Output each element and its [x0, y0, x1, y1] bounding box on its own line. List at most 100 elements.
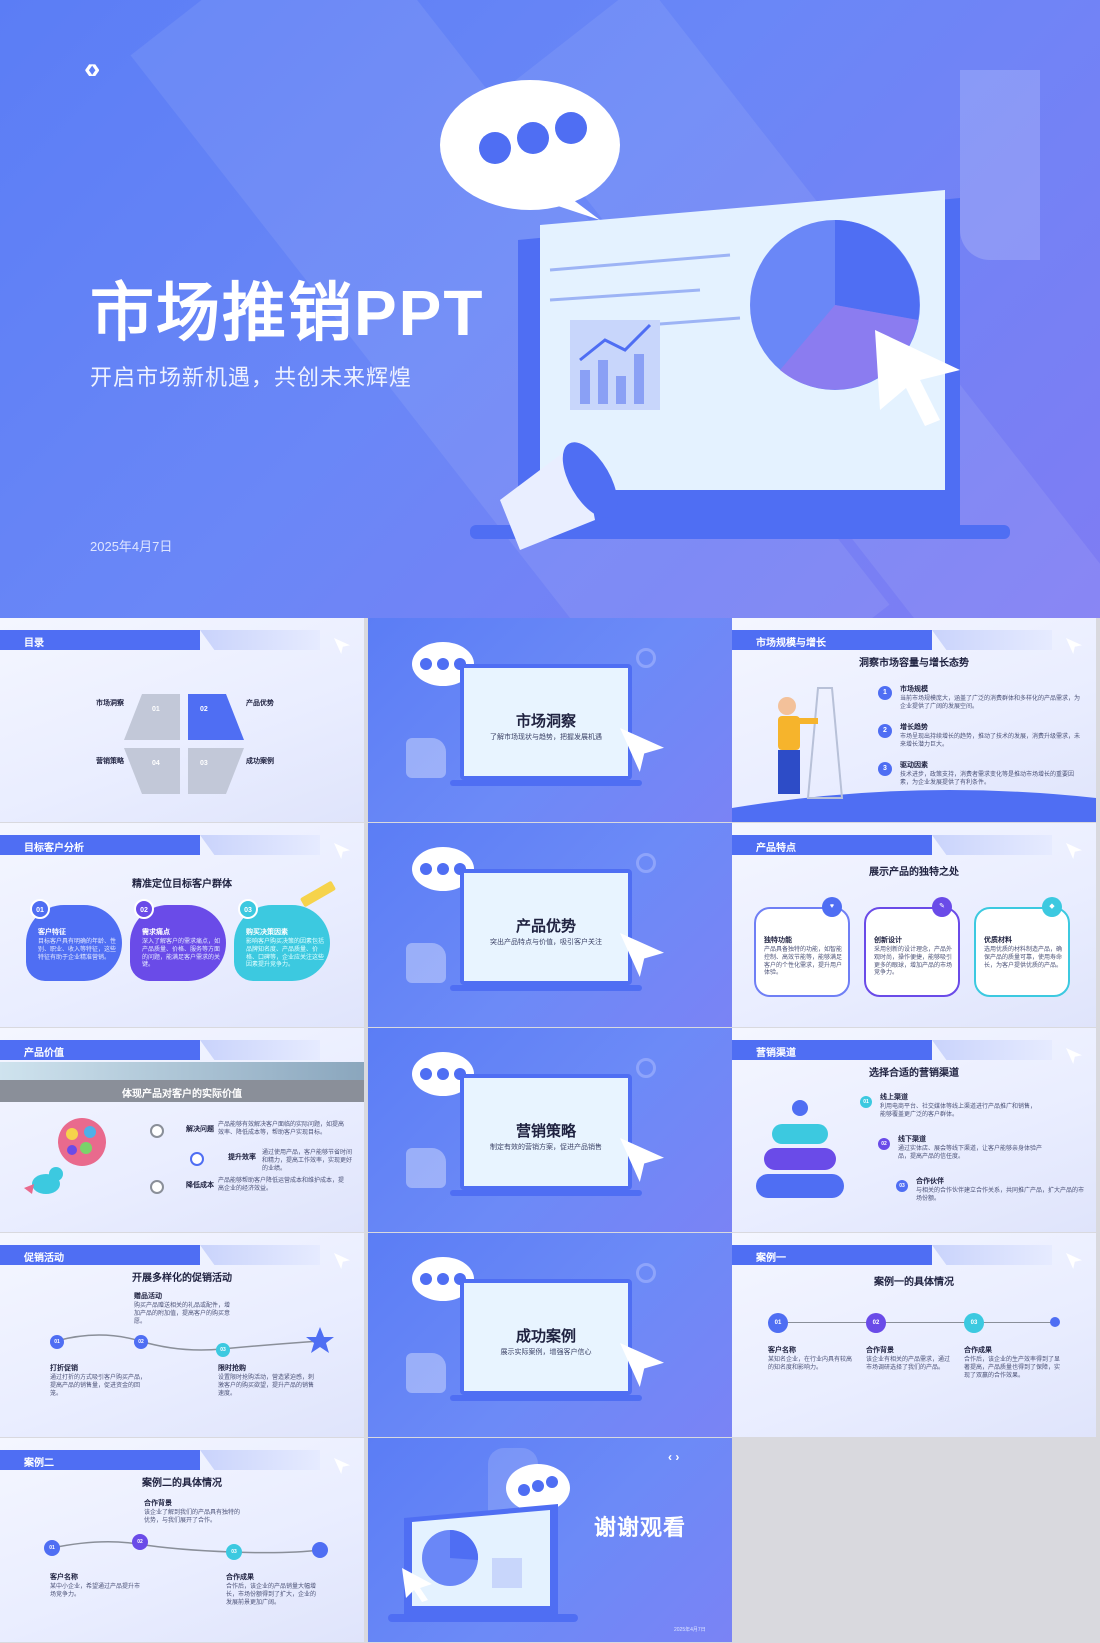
section-title: 市场洞察: [515, 713, 576, 730]
case2-num-1: 01: [44, 1540, 60, 1556]
cover-date: 2025年4月7日: [90, 539, 173, 554]
thumbs-up-icon: [406, 1148, 446, 1188]
case2-num-2: 02: [132, 1534, 148, 1550]
cursor-icon: [1066, 1253, 1082, 1269]
case2-num-3: 03: [226, 1544, 242, 1560]
section-title: 成功案例: [515, 1328, 576, 1345]
feature-label-2: 创新设计: [874, 937, 902, 944]
cover-subtitle: 开启市场新机遇，共创未来辉煌: [90, 365, 413, 390]
slide-title: 体现产品对客户的实际价值: [122, 1089, 242, 1100]
thanks-illustration: [388, 1448, 578, 1622]
case1-num-1: 01: [768, 1313, 788, 1333]
nav-arrows-icon: ‹ ›: [84, 52, 101, 85]
channel-text-1: 利用电商平台、社交媒体等线上渠道进行产品推广和销售，能够覆盖更广泛的客户群体。: [880, 1104, 1037, 1118]
laptop-base: [450, 1395, 642, 1401]
feature-label-3: 优质材料: [984, 937, 1012, 944]
channel-layer-2: [764, 1148, 836, 1170]
slide-title: 选择合适的营销渠道: [869, 1068, 959, 1079]
value-label-1: 解决问题: [186, 1126, 214, 1133]
problem-icon: [150, 1124, 164, 1138]
toc-num-04: 04: [152, 760, 160, 767]
channel-text-3: 与相关的合作伙伴建立合作关系，共同推广产品，扩大产品的市场份额。: [916, 1188, 1085, 1202]
value-text-1: 产品能够有效解决客户面临的实际问题，如提高效率、降低成本等，帮助客户实现目标。: [218, 1122, 345, 1136]
toc-item-3[interactable]: 营销策略: [96, 758, 124, 765]
cursor-icon: [334, 638, 350, 654]
promo-num-2: 02: [134, 1335, 148, 1349]
slide-channels: 营销渠道 选择合适的营销渠道 01 线上渠道 利用电商平台、社交媒体等线上渠道进…: [732, 1028, 1096, 1232]
case1-text-2: 该企业有相关的产品需求，通过市场调研选择了我们的产品。: [866, 1357, 951, 1371]
slide-target: 目标客户分析 精准定位目标客户群体 01 02 03 客户特征 目标客户具有明确…: [0, 823, 364, 1027]
laptop-screen: [460, 664, 632, 780]
case2-text-2: 该企业了解到我们的产品具有独特的优势，与我们展开了合作。: [144, 1510, 241, 1524]
promo-text-1: 通过打折的方式吸引客户购买产品，提高产品的销售量，促进资金的回笼。: [50, 1375, 147, 1397]
design-icon: ✎: [932, 897, 952, 917]
channel-num-2: 02: [878, 1138, 890, 1150]
channel-layer-1: [772, 1124, 828, 1144]
material-icon: ◆: [1042, 897, 1062, 917]
cursor-icon: [1066, 1048, 1082, 1064]
channel-num-3: 03: [896, 1180, 908, 1192]
slide-section-1: 市场洞察 了解市场现状与趋势，把握发展机遇: [368, 618, 732, 822]
promo-text-2: 购买产品赠送相关的礼品或配件，增加产品的附加值，提高客户的购买意愿。: [134, 1303, 231, 1325]
laptop-base: [450, 1190, 642, 1196]
value-text-2: 通过使用产品，客户能够节省时间和精力，提高工作效率，实现更好的业绩。: [262, 1150, 353, 1172]
person-icon: [792, 1100, 808, 1116]
cover-slide: ‹ › 市场推销PPT 开启市场新机遇，共创未来辉煌 2025年4月7日: [0, 0, 1100, 618]
toc-petals: [124, 694, 244, 794]
toc-num-01: 01: [152, 706, 160, 713]
channel-layer-3: [756, 1174, 844, 1198]
promo-wave-line: [55, 1327, 334, 1353]
feature-text-3: 选用优质的材料制造产品，确保产品的质量可靠，使用寿命长，为客户提供优质的产品。: [984, 947, 1063, 969]
slide-title: 案例一的具体情况: [874, 1277, 954, 1288]
target-num-1: 01: [30, 899, 50, 919]
slide-title: 开展多样化的促销活动: [132, 1273, 232, 1284]
timeline-line: [768, 1322, 1054, 1323]
search-icon: [636, 1058, 656, 1078]
promo-num-1: 01: [50, 1335, 64, 1349]
thumbs-up-icon: [406, 943, 446, 983]
toc-item-4[interactable]: 成功案例: [246, 758, 274, 765]
case1-num-3: 03: [964, 1313, 984, 1333]
market-num-3: 3: [878, 762, 892, 776]
section-subtitle: 了解市场现状与趋势，把握发展机遇: [490, 734, 602, 741]
slide-title: 展示产品的独特之处: [869, 867, 959, 878]
target-label-1: 客户特征: [38, 929, 66, 936]
laptop-base: [450, 780, 642, 786]
laptop-screen: [460, 1074, 632, 1190]
promo-text-3: 设置限时抢购活动，营造紧迫感，刺激客户的购买欲望，提升产品的销售速度。: [218, 1375, 315, 1397]
toc-item-1[interactable]: 市场洞察: [96, 700, 124, 707]
cover-title: 市场推销PPT: [90, 277, 485, 349]
slide-tag: 目录: [0, 630, 200, 650]
target-num-2: 02: [134, 899, 154, 919]
target-label-3: 购买决策因素: [246, 929, 288, 936]
toc-num-02: 02: [200, 706, 208, 713]
promo-num-3: 03: [216, 1343, 230, 1357]
efficiency-icon: [190, 1152, 204, 1166]
promo-label-2: 赠品活动: [134, 1293, 162, 1300]
promo-label-3: 限时抢购: [218, 1365, 246, 1372]
toc-item-2[interactable]: 产品优势: [246, 700, 274, 707]
value-label-2: 提升效率: [228, 1154, 256, 1161]
slide-market: 市场规模与增长 洞察市场容量与增长态势 1 市场规模 当前市场规模庞大，涵盖了广…: [732, 618, 1096, 822]
title-band: [0, 1080, 364, 1102]
cursor-icon: [334, 843, 350, 859]
cursor-icon: [1066, 843, 1082, 859]
market-text-1: 当前市场规模庞大，涵盖了广泛的消费群体和多样化的产品需求，为企业提供了广阔的发展…: [900, 696, 1081, 710]
slide-toc: 目录 01 02 04 03 市场洞察 产品优势 营销策略 成功案例: [0, 618, 364, 822]
thanks-title: 谢谢观看: [594, 1515, 687, 1540]
laptop-base: [450, 985, 642, 991]
case2-label-3: 合作成果: [226, 1574, 254, 1581]
section-subtitle: 展示实际案例，增强客户信心: [500, 1349, 592, 1356]
slide-tag: 市场规模与增长: [732, 630, 932, 650]
case2-label-1: 客户名称: [50, 1574, 78, 1581]
laptop-illustration: [440, 70, 1040, 550]
slide-tag: 案例一: [732, 1245, 932, 1265]
search-icon: [636, 1263, 656, 1283]
feature-label-1: 独特功能: [764, 937, 792, 944]
cost-icon: [150, 1180, 164, 1194]
slide-title: 案例二的具体情况: [142, 1478, 222, 1489]
slide-promo: 促销活动 开展多样化的促销活动 01 02 03 打折促销 通过打折的方式吸引客…: [0, 1233, 364, 1437]
slide-value: 产品价值 体现产品对客户的实际价值 解决问题 产品能够有效解决客户面临的实际问题…: [0, 1028, 364, 1232]
slide-case2: 案例二 案例二的具体情况 01 02 03 客户名称 某中小企业，希望通过产品提…: [0, 1438, 364, 1642]
channel-text-2: 通过实体店、展会等线下渠道，让客户能够亲身体验产品，提高产品的信任度。: [898, 1146, 1043, 1160]
